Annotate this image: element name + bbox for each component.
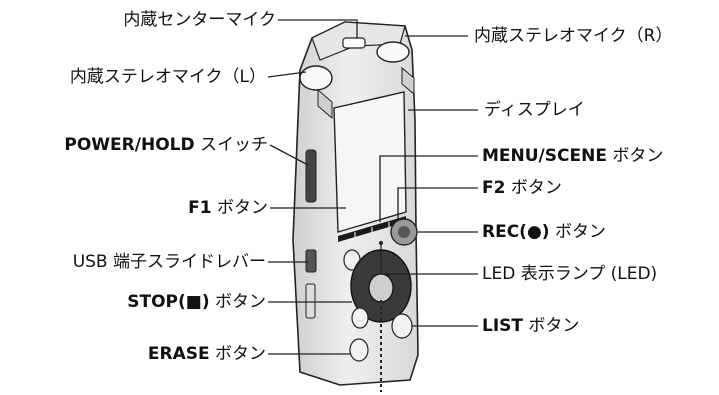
label-menu-scene-rest: ボタン [606,146,664,166]
stereo-mic-r [376,41,410,63]
label-rec-rest: ボタン [549,222,606,242]
label-f2-bold: F2 [482,178,506,198]
stop-button [351,307,369,329]
center-mic [342,37,366,49]
label-f2-rest: ボタン [505,178,562,198]
label-list-rest: ボタン [523,316,580,336]
label-list-bold: LIST [482,316,523,336]
label-erase-bold: ERASE [147,344,210,364]
label-display: ディスプレイ [484,100,585,120]
power-hold-switch [305,149,317,203]
label-stereo-mic-l: 内蔵ステレオマイク（L） [69,67,266,87]
label-f1-rest: ボタン [211,198,268,218]
usb-lever [305,249,317,273]
stereo-mic-l [299,65,333,91]
label-rec-bold: REC(●) [482,222,550,242]
label-f1-bold: F1 [188,198,212,218]
label-power-hold-bold: POWER/HOLD [64,135,195,155]
label-menu-scene: MENU/SCENE ボタン [482,146,663,166]
label-stop: STOP(■) ボタン [60,292,266,312]
label-erase-rest: ボタン [209,344,266,364]
label-erase: ERASE ボタン [60,344,266,364]
label-menu-scene-bold: MENU/SCENE [482,146,607,166]
label-power-hold-rest: スイッチ [194,135,268,155]
label-stop-bold: STOP(■) [127,292,210,312]
label-stop-rest: ボタン [209,292,266,312]
label-rec: REC(●) ボタン [482,222,606,242]
label-list: LIST ボタン [482,316,579,336]
leader-lines [267,19,478,355]
display [333,91,407,233]
label-f1: F1 ボタン [60,198,268,218]
erase-button [349,338,369,362]
label-power-hold: POWER/HOLD スイッチ [10,135,268,155]
label-stereo-mic-r: 内蔵ステレオマイク（R） [474,26,673,46]
list-button [391,313,413,339]
label-center-mic: 内蔵センターマイク [123,10,276,30]
label-f2: F2 ボタン [482,178,562,198]
label-usb-lever: USB 端子スライドレバー [72,252,266,272]
label-led: LED 表示ランプ (LED) [482,264,658,284]
